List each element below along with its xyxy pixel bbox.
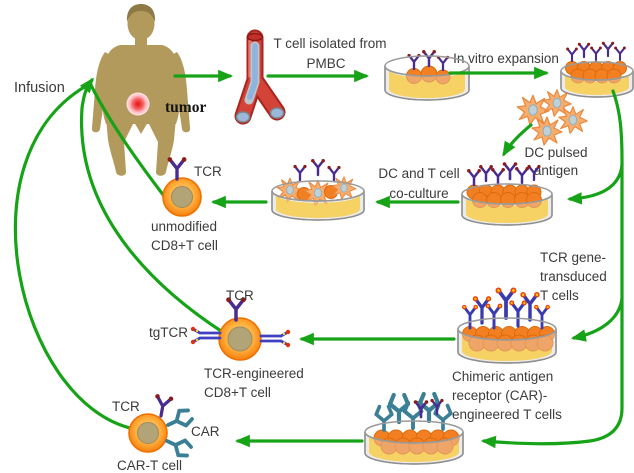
blood-vessel [234, 29, 286, 125]
hair [126, 4, 156, 22]
tcr-receptor-icon [600, 40, 616, 58]
dc-pulsed-label-line2: antigen [534, 163, 578, 178]
petri-dish-expansion [560, 40, 634, 98]
tcr-receptor-icon [326, 164, 342, 183]
transduced-tcr-receptor-icon [507, 298, 529, 328]
tcr-receptor-icon [513, 165, 531, 185]
arrow-branch-to-pulse-dish [566, 163, 624, 205]
petri-dish-coculture [271, 157, 365, 221]
infusion-curve-tcr-engineered [79, 77, 226, 335]
dc-pulsed-label-line1: DC pulsed [524, 145, 587, 160]
petri-dish-tcr-transduced [457, 285, 557, 364]
car-receptor-icon [162, 405, 196, 435]
isolation-label-line2: PMBC [306, 56, 345, 71]
car-label-line3: engineered T cells [452, 407, 562, 422]
infusion-label: Infusion [14, 80, 65, 96]
tcr-transduced-label-line3: T cells [540, 288, 579, 303]
tcr-receptor-icon [613, 45, 627, 62]
petri-dish-antigen-pulse [461, 160, 553, 226]
unmodified-t-cell [162, 155, 202, 217]
tcr-engineered-label-line1: TCR-engineered [204, 366, 304, 381]
tgtcr-receptor-tips [190, 326, 291, 348]
infusion-curve-cart [13, 84, 132, 430]
petri-dish-isolated [384, 48, 470, 101]
cart-cell-label: CAR-T cell [117, 458, 182, 473]
tcr-receptor-icon [165, 155, 189, 181]
tcr-engineered-label-line2: CD8+T cell [204, 385, 271, 400]
tcr-engineered-t-cell [190, 295, 291, 361]
tumor-marker [126, 92, 150, 116]
tgtcr-receptor-icon [191, 327, 290, 347]
tumor-label: tumor [165, 99, 206, 116]
tcr-receptor-icon [565, 46, 579, 63]
unmodified-label-line2: CD8+T cell [151, 238, 218, 253]
cart-tcr-label: TCR [112, 399, 140, 414]
isolation-label-line1: T cell isolated from [273, 36, 386, 51]
dendritic-cell-icon [531, 116, 563, 146]
tcr-receptor-icon [576, 41, 592, 59]
transduced-tcr-receptor-icon [532, 303, 552, 330]
car-receptor-icon [161, 431, 195, 461]
transduced-tcr-receptor-icon [484, 302, 504, 330]
tcr-transduced-label-line2: transduced [540, 269, 607, 284]
cart-car-label: CAR [191, 424, 220, 439]
unmodified-label-line1: unmodified [151, 219, 217, 234]
dendritic-cell-cluster [516, 89, 588, 146]
arrow-branch-to-tcr-dish [570, 296, 624, 342]
arrow-dc-to-dish [502, 123, 533, 157]
tcr-receptor-icon [501, 160, 519, 181]
tcr-receptor-icon [489, 166, 507, 186]
expansion-label: In vitro expansion [453, 51, 559, 66]
petri-dish-car [364, 394, 464, 465]
unmodified-tcr-label: TCR [194, 164, 222, 179]
car-label-line1: Chimeric antigen [452, 369, 553, 384]
transduced-tcr-receptor-icon [460, 303, 480, 330]
tcr-engineered-tcr-label: TCR [226, 288, 254, 303]
tgtcr-label: tgTCR [149, 325, 188, 340]
tcr-receptor-icon [150, 392, 176, 420]
coculture-label-line1: DC and T cell [378, 166, 459, 181]
coculture-label-line2: co-culture [389, 186, 448, 201]
tcr-transduced-label-line1: TCR gene- [540, 250, 606, 265]
patient-figure [91, 4, 191, 176]
tcr-receptor-icon [292, 163, 308, 182]
tcr-receptor-icon [420, 48, 438, 68]
car-receptor-icon [374, 404, 394, 432]
tcr-receptor-icon [465, 167, 483, 187]
car-t-cell [128, 392, 196, 461]
arrow-expanded-to-car-dish [480, 89, 624, 449]
car-label-line2: receptor (CAR)- [452, 388, 547, 403]
tcr-receptor-icon [309, 157, 327, 177]
tcr-receptor-icon [589, 45, 603, 62]
tcr-receptor-icon [477, 163, 495, 183]
infusion-curve-unmodified [89, 83, 166, 198]
flow-arrows [13, 66, 624, 449]
